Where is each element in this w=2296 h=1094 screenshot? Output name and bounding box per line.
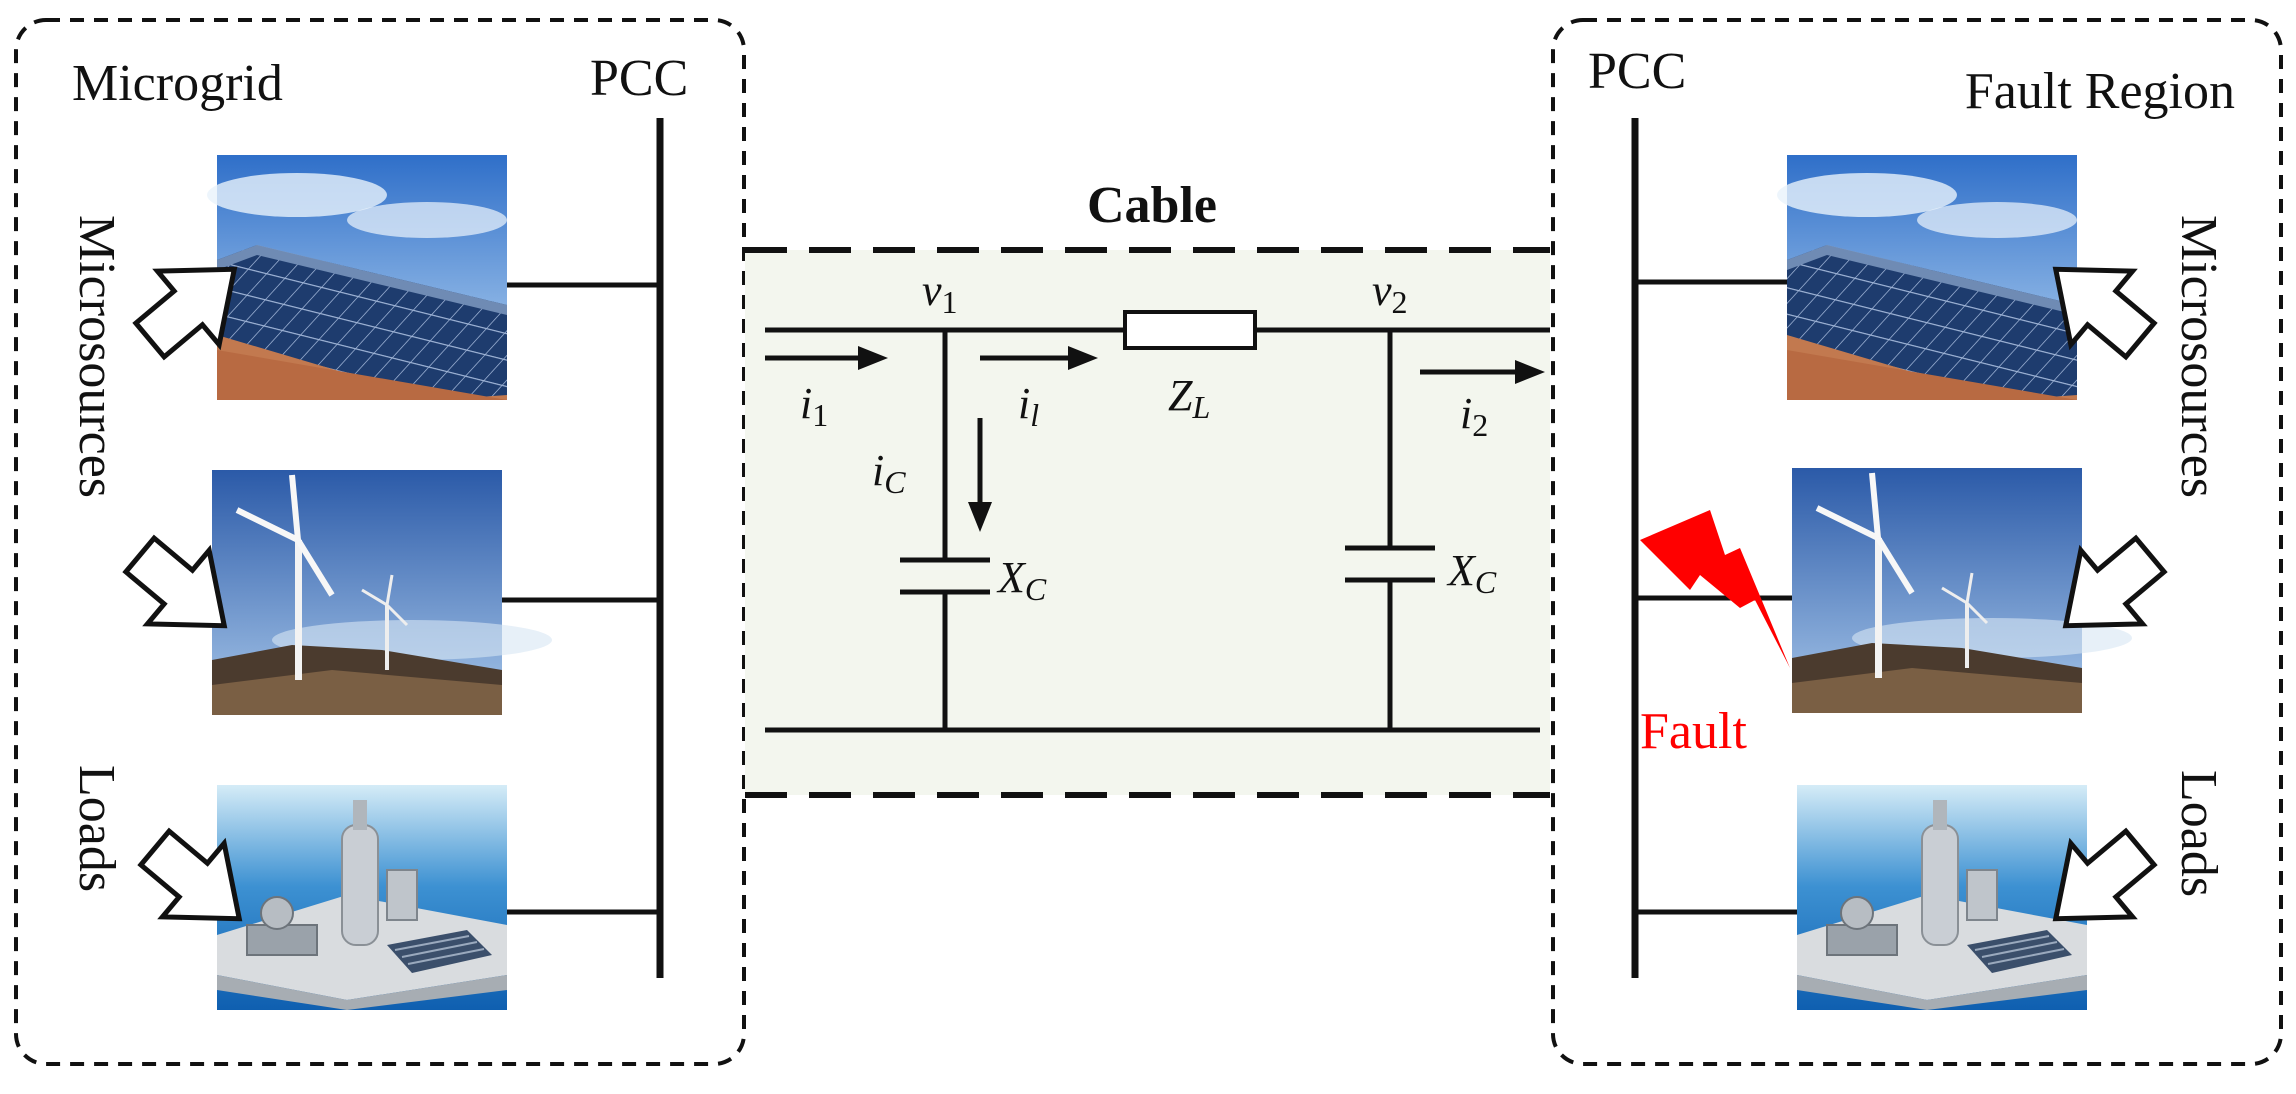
i1-arrow: [765, 346, 888, 370]
fault-label: Fault: [1640, 703, 1747, 760]
right-region-border: [1551, 18, 2283, 1066]
il-arrow: [980, 346, 1098, 370]
left-plant-image: [216, 784, 508, 1011]
cable-section: Cable: [745, 177, 1550, 798]
label-zl: ZL: [1168, 371, 1210, 425]
left-solar-image: [207, 155, 507, 400]
label-i1: i1: [800, 379, 828, 433]
right-solar-image: [1777, 155, 2077, 400]
left-loads-label: Loads: [68, 765, 125, 892]
label-v2: v2: [1372, 266, 1408, 320]
right-plant-image: [1796, 784, 2088, 1011]
left-region-border: [14, 18, 746, 1066]
label-ic: iC: [872, 446, 906, 500]
left-microgrid-region: Microgrid PCC Microsources Loads: [14, 18, 746, 1066]
cable-title: Cable: [1087, 177, 1217, 234]
left-region-title: Microgrid: [72, 55, 283, 112]
fault-lightning-icon: [1640, 510, 1790, 668]
label-i2: i2: [1460, 389, 1488, 443]
label-xc-right: XC: [1446, 546, 1497, 600]
label-xc-left: XC: [996, 553, 1047, 607]
label-v1: v1: [922, 266, 958, 320]
left-pcc-label: PCC: [590, 50, 688, 107]
right-fault-region: Fault Region PCC Fault Microsources Load…: [1551, 18, 2283, 1066]
right-region-title: Fault Region: [1965, 63, 2235, 120]
ic-arrow: [968, 418, 992, 532]
right-pcc-label: PCC: [1588, 43, 1686, 100]
label-il: il: [1018, 379, 1039, 433]
right-microsources-label: Microsources: [2170, 215, 2227, 498]
impedance-zl: [1123, 310, 1257, 350]
right-loads-label: Loads: [2170, 770, 2227, 897]
left-microsources-label: Microsources: [68, 215, 125, 498]
i2-arrow: [1420, 360, 1545, 384]
left-wind-image: [212, 470, 552, 715]
